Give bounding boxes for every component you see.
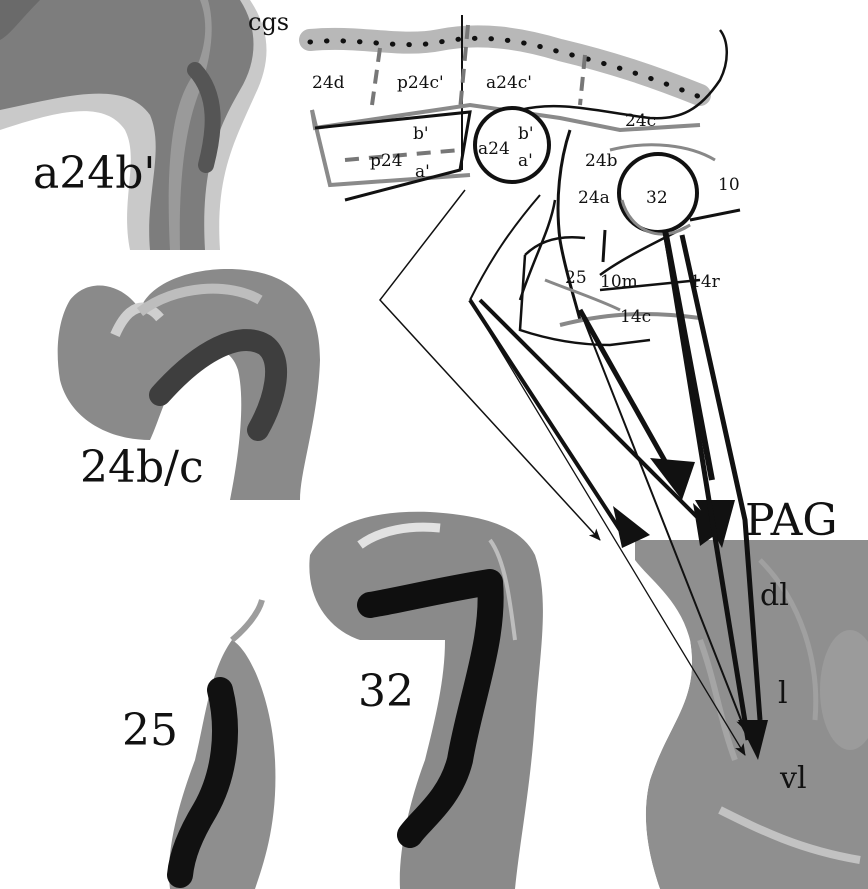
map-label-b-prime-1: b' xyxy=(413,124,429,144)
map-label-24a: 24a xyxy=(578,188,610,208)
label-32: 32 xyxy=(358,666,414,717)
map-label-25: 25 xyxy=(565,268,587,288)
map-label-a-prime-1: a' xyxy=(415,162,430,182)
section-a24b xyxy=(0,0,266,250)
label-dl: dl xyxy=(760,578,789,613)
label-vl: vl xyxy=(779,761,807,796)
map-label-24b: 24b xyxy=(585,151,618,171)
map-label-24c: 24c xyxy=(625,111,656,131)
label-cgs: cgs xyxy=(248,8,289,36)
map-label-a24c: a24c' xyxy=(486,73,532,93)
map-label-b-prime-2: b' xyxy=(518,124,534,144)
map-label-10m: 10m xyxy=(600,272,638,292)
label-25: 25 xyxy=(122,705,178,756)
label-a24b: a24b' xyxy=(33,148,155,199)
map-label-p24: p24 xyxy=(370,151,403,171)
label-24bc: 24b/c xyxy=(80,442,204,493)
map-label-a-prime-2: a' xyxy=(518,151,533,171)
map-label-24d: 24d xyxy=(312,73,345,93)
section-25 xyxy=(169,600,275,889)
label-pag: PAG xyxy=(745,495,838,546)
label-l: l xyxy=(778,676,788,711)
map-label-32: 32 xyxy=(646,188,668,208)
map-label-14r: 14r xyxy=(690,272,721,292)
map-label-14c: 14c xyxy=(620,307,651,327)
map-label-a24: a24 xyxy=(478,139,510,159)
section-32 xyxy=(309,512,543,889)
map-label-10: 10 xyxy=(718,175,740,195)
map-label-p24c: p24c' xyxy=(397,73,444,93)
